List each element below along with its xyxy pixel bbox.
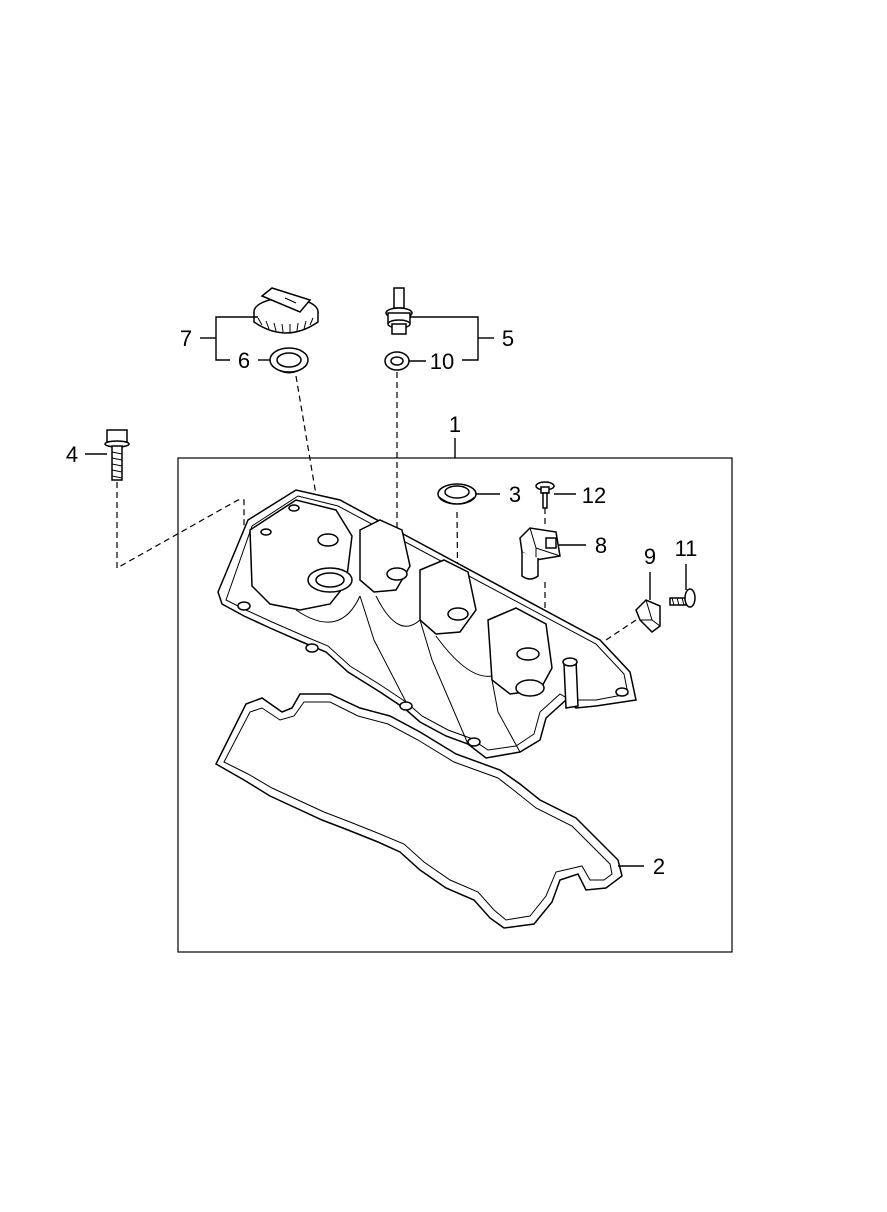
callout-2: 2 [653, 854, 665, 879]
callout-9: 9 [644, 544, 656, 569]
harness-clip [635, 599, 661, 633]
callout-6: 6 [238, 348, 250, 373]
oil-filler-gasket [269, 347, 309, 374]
clip-bolt [669, 588, 696, 608]
callout-5: 5 [502, 326, 514, 351]
callout-12: 12 [582, 483, 606, 508]
callout-8: 8 [595, 533, 607, 558]
pcv-grommet [384, 351, 410, 371]
spark-plug-seal [437, 483, 477, 505]
callout-4: 4 [66, 442, 78, 467]
callout-7: 7 [180, 326, 192, 351]
callout-1: 1 [449, 412, 461, 437]
callout-11: 11 [675, 536, 698, 561]
pcv-valve [385, 287, 413, 335]
callout-10: 10 [430, 349, 454, 374]
valve-cover-gasket [215, 693, 623, 929]
cover-bolt [104, 429, 130, 481]
oil-filler-cap [253, 287, 319, 334]
clip-path [599, 619, 637, 645]
bolt-path-4 [116, 482, 245, 606]
cam-sensor [519, 527, 561, 580]
callout-3: 3 [509, 482, 521, 507]
valve-cover [217, 489, 637, 759]
sensor-screw [535, 481, 555, 509]
